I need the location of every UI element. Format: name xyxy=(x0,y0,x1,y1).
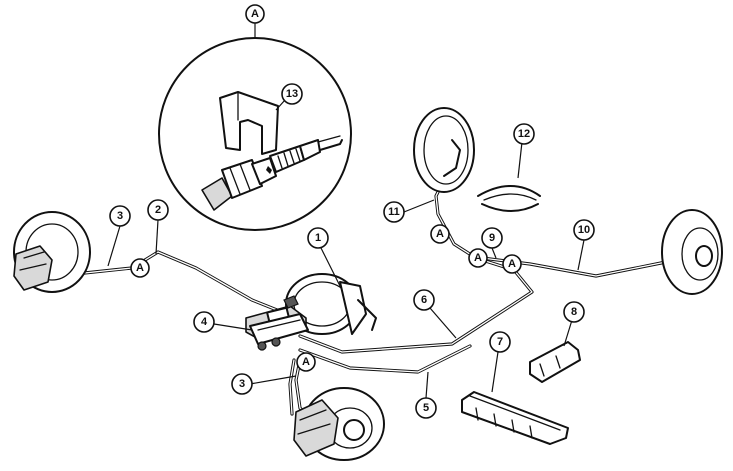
callout-10-text: 10 xyxy=(578,224,590,236)
callout-10: 10 xyxy=(573,219,595,241)
callout-8-text: 8 xyxy=(571,306,577,318)
brake-pipe-union xyxy=(201,135,343,211)
section-marker-a-center-text: A xyxy=(302,356,310,368)
section-marker-a-rear-left-text: A xyxy=(436,228,444,240)
callout-3-left-text: 3 xyxy=(117,210,123,222)
callout-2: 2 xyxy=(147,199,169,221)
callout-11-text: 11 xyxy=(388,206,400,218)
section-marker-a-left-text: A xyxy=(136,262,144,274)
callout-13: 13 xyxy=(281,83,303,105)
front-right-disc-brake xyxy=(293,387,385,461)
pipe-clip-small xyxy=(529,341,581,383)
rear-right-drum-brake xyxy=(661,209,723,295)
callout-7-text: 7 xyxy=(497,336,503,348)
callout-12: 12 xyxy=(513,123,535,145)
pipe-clip-strip xyxy=(461,391,569,445)
callout-5: 5 xyxy=(415,397,437,419)
section-marker-a-top: A xyxy=(245,4,265,24)
callout-6-text: 6 xyxy=(421,294,427,306)
callout-4: 4 xyxy=(193,311,215,333)
callout-12-text: 12 xyxy=(518,128,530,140)
callout-3-bottom: 3 xyxy=(231,373,253,395)
pressure-regulator xyxy=(249,313,309,351)
section-marker-a-rear-left: A xyxy=(430,224,450,244)
detail-inset-circle xyxy=(158,37,352,231)
callout-7: 7 xyxy=(489,331,511,353)
callout-11: 11 xyxy=(383,201,405,223)
section-marker-a-left: A xyxy=(130,258,150,278)
callout-9: 9 xyxy=(481,227,503,249)
callout-3-left: 3 xyxy=(109,205,131,227)
callout-13-text: 13 xyxy=(286,88,298,100)
callout-1-text: 1 xyxy=(315,232,321,244)
section-marker-a-junction-text: A xyxy=(474,252,482,264)
callout-3-bottom-text: 3 xyxy=(239,378,245,390)
section-marker-a-top-text: A xyxy=(251,8,259,20)
callout-5-text: 5 xyxy=(423,402,429,414)
callout-8: 8 xyxy=(563,301,585,323)
section-marker-a-rear-right-text: A xyxy=(508,258,516,270)
callout-6: 6 xyxy=(413,289,435,311)
callout-1: 1 xyxy=(307,227,329,249)
callout-9-text: 9 xyxy=(489,232,495,244)
callout-2-text: 2 xyxy=(155,204,161,216)
section-marker-a-rear-right: A xyxy=(502,254,522,274)
leader-lines xyxy=(107,141,585,399)
callout-4-text: 4 xyxy=(201,316,208,328)
section-marker-a-center: A xyxy=(296,352,316,372)
front-left-disc-brake xyxy=(13,211,91,293)
rear-left-drum-brake xyxy=(413,107,475,193)
detail-inset xyxy=(158,22,352,231)
section-marker-a-junction: A xyxy=(468,248,488,268)
retaining-clip xyxy=(219,91,286,155)
pipe-clip-ring xyxy=(477,185,541,212)
